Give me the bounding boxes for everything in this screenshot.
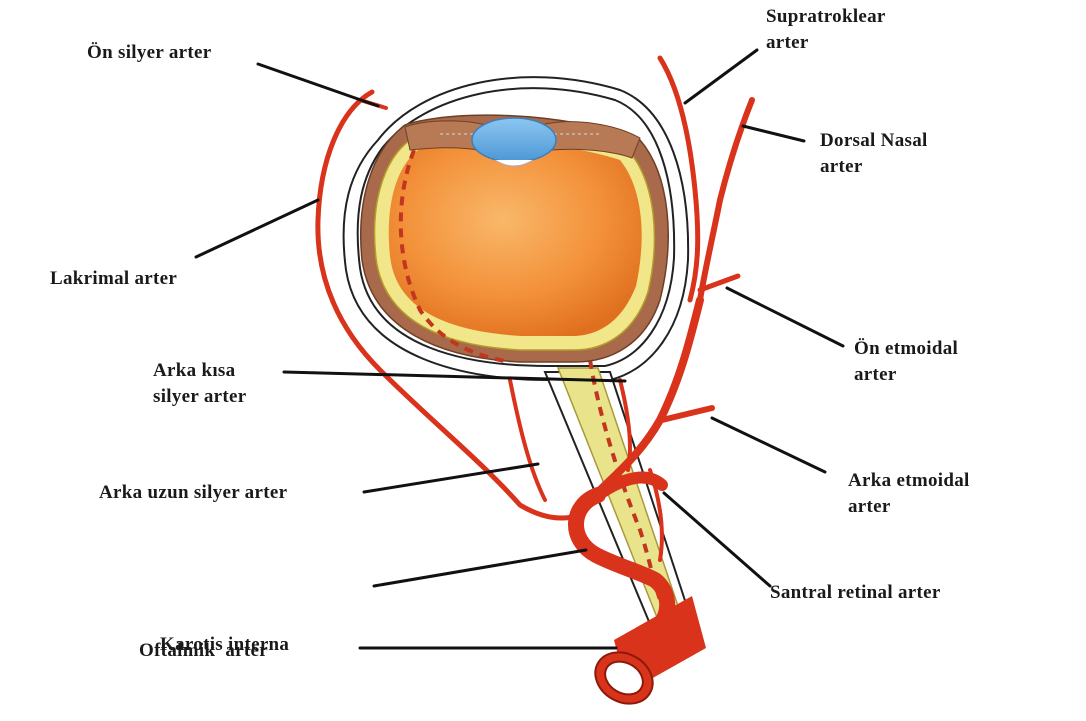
label-line: silyer arter [153, 384, 246, 410]
label-line: arter [820, 154, 928, 180]
label-line: Santral retinal arter [770, 580, 941, 606]
label-line: arter [848, 494, 970, 520]
label-arka-etmoidal-arter: Arka etmoidal arter [848, 468, 970, 520]
label-line: arter [766, 30, 886, 56]
label-line: Arka kısa [153, 358, 246, 384]
label-on-silyer-arter: Ön silyer arter [87, 40, 211, 66]
label-line: Karotis interna [160, 632, 289, 658]
label-lakrimal-arter: Lakrimal arter [50, 266, 177, 292]
label-line: Arka etmoidal [848, 468, 970, 494]
label-arka-uzun-silyer-arter: Arka uzun silyer arter [99, 480, 287, 506]
label-line: Ön silyer arter [87, 40, 211, 66]
label-line: Dorsal Nasal [820, 128, 928, 154]
label-line: Lakrimal arter [50, 266, 177, 292]
label-line: arter [854, 362, 958, 388]
label-on-etmoidal-arter: Ön etmoidal arter [854, 336, 958, 388]
label-dorsal-nasal-arter: Dorsal Nasal arter [820, 128, 928, 180]
label-santral-retinal-arter: Santral retinal arter [770, 580, 941, 606]
label-karotis-interna: Karotis interna [160, 632, 289, 658]
label-line: Arka uzun silyer arter [99, 480, 287, 506]
label-line: Ön etmoidal [854, 336, 958, 362]
label-line: Supratroklear [766, 4, 886, 30]
vitreous-body [389, 142, 642, 336]
label-arka-kisa-silyer-arter: Arka kısa silyer arter [153, 358, 246, 410]
label-supratroklear-arter: Supratroklear arter [766, 4, 886, 56]
